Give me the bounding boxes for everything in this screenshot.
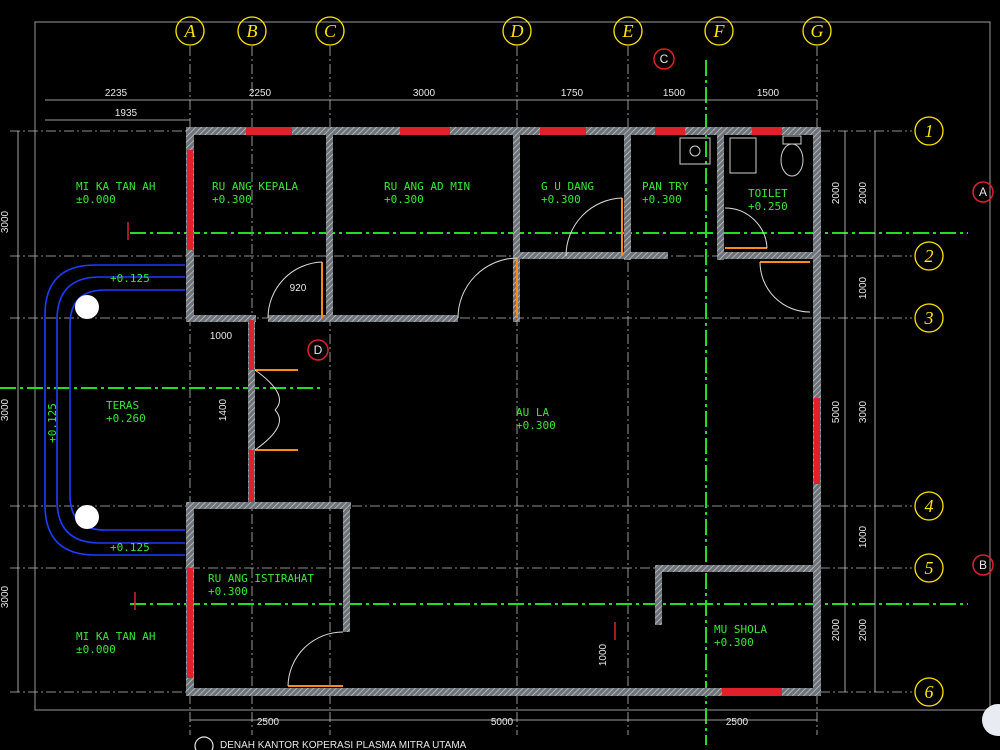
- room-name-ruang-kepala: RU ANG KEPALA: [212, 180, 298, 193]
- dimension-left: 3000: [0, 585, 11, 608]
- section-marker-a: A: [979, 185, 987, 199]
- grid-label-column-c: C: [324, 21, 337, 41]
- grid-label-row-2: 2: [925, 246, 934, 266]
- dimension-bottom: 5000: [491, 717, 514, 728]
- door-dimension: 920: [290, 283, 307, 294]
- room-name-mushola: MU SHOLA: [714, 623, 767, 636]
- room-name-ruang-admin: RU ANG AD MIN: [384, 180, 470, 193]
- drawing-title: DENAH KANTOR KOPERASI PLASMA MITRA UTAMA: [220, 740, 467, 750]
- ramp-side-level: +0.125: [46, 403, 59, 443]
- room-name-mika-tanah-top: MI KA TAN AH: [76, 180, 155, 193]
- dimension-left: 3000: [0, 398, 11, 421]
- grid-bubble-column: [502, 16, 532, 46]
- column-circle: [75, 295, 99, 319]
- room-name-mika-tanah-bottom: MI KA TAN AH: [76, 630, 155, 643]
- dimension-right-outer: 2000: [858, 181, 869, 204]
- room-name-aula: AU LA: [516, 406, 549, 419]
- dimension-right-inner: 2000: [831, 181, 842, 204]
- drawing-frame: [34, 21, 991, 711]
- dimension-lines: [17, 99, 876, 721]
- dimension-top: 1500: [663, 88, 686, 99]
- corner-indicator-icon: [982, 704, 1000, 736]
- dimension-top: 2235: [105, 88, 128, 99]
- dimension-top: 3000: [413, 88, 436, 99]
- room-name-pantry: PAN TRY: [642, 180, 689, 193]
- dimension-top: 2250: [249, 88, 272, 99]
- walls: [186, 127, 821, 696]
- grid-bubble-column: [704, 16, 734, 46]
- grid-bubble-column: [802, 16, 832, 46]
- dimension-top: 1500: [757, 88, 780, 99]
- dimension-bottom: 2500: [726, 717, 749, 728]
- dimension-top-sub: 1935: [115, 108, 138, 119]
- room-level-ruang-istirahat: +0.300: [208, 585, 248, 598]
- door-dimension: 1400: [218, 398, 229, 421]
- title-symbol-icon: [194, 736, 214, 750]
- room-level-ruang-admin: +0.300: [384, 193, 424, 206]
- grid-label-column-f: F: [713, 21, 726, 41]
- room-name-teras: TERAS: [106, 399, 139, 412]
- windows: [187, 127, 820, 696]
- grid-bubble-column: [315, 16, 345, 46]
- dimension-right-inner: 1000: [858, 276, 869, 299]
- grid-bubble-column: [237, 16, 267, 46]
- grid-label-row-6: 6: [925, 682, 934, 702]
- dimension-bottom: 2500: [257, 717, 280, 728]
- dimension-right-inner: 3000: [858, 400, 869, 423]
- grid-bubble-row: [914, 677, 944, 707]
- section-marker-b: B: [979, 558, 987, 572]
- column-circle: [75, 505, 99, 529]
- dimension-right-outer: 5000: [831, 400, 842, 423]
- room-name-toilet: TOILET: [748, 187, 788, 200]
- grid-bubble-row: [914, 553, 944, 583]
- room-level-ruang-kepala: +0.300: [212, 193, 252, 206]
- doors: [254, 197, 811, 687]
- grid-label-row-5: 5: [925, 558, 934, 578]
- grid-bubble-column: [175, 16, 205, 46]
- grid-label-column-a: A: [184, 21, 197, 41]
- grid-label-row-1: 1: [925, 121, 934, 141]
- door-dimension: 1000: [210, 331, 233, 342]
- dimension-right-inner: 2000: [831, 618, 842, 641]
- grid-label-column-e: E: [622, 21, 634, 41]
- room-name-ruang-istirahat: RU ANG ISTIRAHAT: [208, 572, 314, 585]
- room-name-gudang: G U DANG: [541, 180, 594, 193]
- grid-bubble-row: [914, 116, 944, 146]
- door-dimension: 1000: [598, 643, 609, 666]
- grid-bubble-row: [914, 241, 944, 271]
- grid-bubble-row: [914, 491, 944, 521]
- grid-label-column-d: D: [510, 21, 524, 41]
- room-level-mika-tanah-bottom: ±0.000: [76, 643, 116, 656]
- grid-bubble-column: [613, 16, 643, 46]
- room-level-mushola: +0.300: [714, 636, 754, 649]
- level-arrows: [127, 222, 616, 640]
- room-level-pantry: +0.300: [642, 193, 682, 206]
- grid-label-column-b: B: [247, 21, 258, 41]
- ramp-level-top: +0.125: [110, 272, 150, 285]
- dimension-top: 1750: [561, 88, 584, 99]
- grid-label-row-3: 3: [924, 308, 934, 328]
- ramp-level-bottom: +0.125: [110, 541, 150, 554]
- section-lines: [0, 60, 968, 745]
- room-level-aula: +0.300: [516, 419, 556, 432]
- grid-bubble-row: [914, 303, 944, 333]
- dimension-right-outer: 2000: [858, 618, 869, 641]
- grid-label-row-4: 4: [925, 496, 934, 516]
- room-level-gudang: +0.300: [541, 193, 581, 206]
- section-marker-symbols: [307, 48, 994, 576]
- toilet-fixtures: [679, 135, 804, 177]
- dimension-right-inner: 1000: [858, 525, 869, 548]
- grid-label-column-g: G: [811, 21, 824, 41]
- room-level-mika-tanah-top: ±0.000: [76, 193, 116, 206]
- section-marker-c: C: [660, 52, 669, 66]
- section-marker-d: D: [314, 343, 323, 357]
- room-level-toilet: +0.250: [748, 200, 788, 213]
- dimension-left: 3000: [0, 210, 11, 233]
- room-level-teras: +0.260: [106, 412, 146, 425]
